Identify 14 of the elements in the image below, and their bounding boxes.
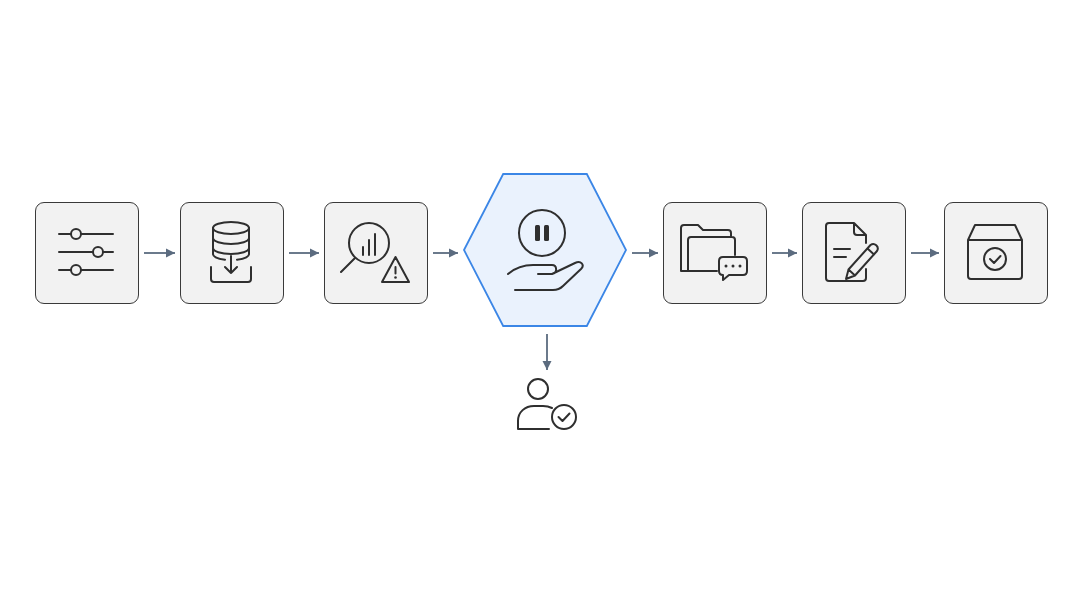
user-check-icon xyxy=(516,377,578,431)
arrow xyxy=(143,248,176,258)
process-box xyxy=(944,202,1048,304)
process-box xyxy=(324,202,428,304)
arrow xyxy=(910,248,940,258)
process-box xyxy=(802,202,906,304)
arrow xyxy=(432,248,459,258)
process-box xyxy=(35,202,139,304)
process-box xyxy=(180,202,284,304)
arrow xyxy=(631,248,659,258)
arrow xyxy=(771,248,798,258)
arrow xyxy=(288,248,320,258)
process-box xyxy=(663,202,767,304)
arrow xyxy=(542,333,552,371)
